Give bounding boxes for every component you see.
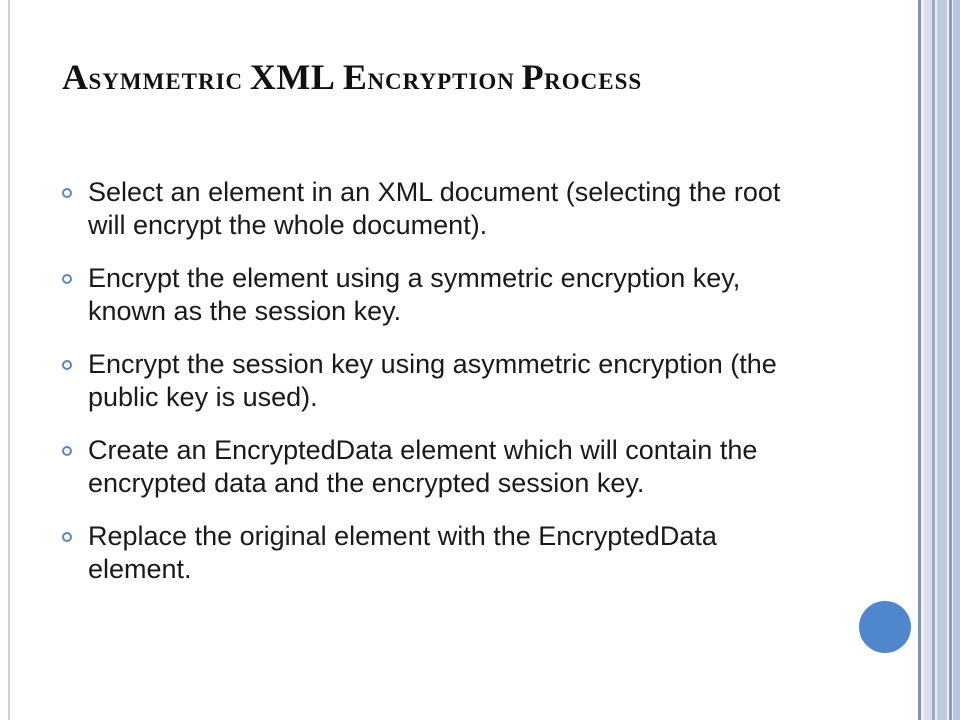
slide-title: ASYMMETRIC XML ENCRYPTION PROCESS <box>62 56 642 98</box>
bullet-circle-icon <box>62 446 72 456</box>
decor-stripe <box>924 0 932 720</box>
bullet-item: Replace the original element with the En… <box>62 520 822 586</box>
bullet-text: Encrypt the element using a symmetric en… <box>88 263 741 326</box>
bullet-text: Encrypt the session key using asymmetric… <box>88 349 777 412</box>
bullet-circle-icon <box>62 532 72 542</box>
bullet-text: Replace the original element with the En… <box>88 521 717 584</box>
decor-circle-icon <box>856 598 914 656</box>
title-part: NCRYPTION <box>367 69 522 94</box>
bullet-item: Encrypt the element using a symmetric en… <box>62 262 822 328</box>
title-part: A <box>62 57 89 97</box>
decor-stripe <box>949 0 952 720</box>
bullet-text: Select an element in an XML document (se… <box>88 177 781 240</box>
title-part: SYMMETRIC <box>88 69 250 94</box>
bullet-circle-icon <box>62 360 72 370</box>
bullet-item: Create an EncryptedData element which wi… <box>62 434 822 500</box>
title-part: ROCESS <box>544 69 643 94</box>
bullet-item: Select an element in an XML document (se… <box>62 176 822 242</box>
decor-stripe <box>932 0 935 720</box>
bullet-text: Create an EncryptedData element which wi… <box>88 435 758 498</box>
decor-stripe <box>937 0 947 720</box>
decor-stripe <box>953 0 960 720</box>
bullet-list: Select an element in an XML document (se… <box>62 176 822 606</box>
bullet-circle-icon <box>62 274 72 284</box>
bullet-circle-icon <box>62 188 72 198</box>
decor-stripe <box>918 0 921 720</box>
title-part: P <box>521 57 545 97</box>
bullet-item: Encrypt the session key using asymmetric… <box>62 348 822 414</box>
title-part: XML E <box>249 57 368 97</box>
slide-canvas <box>8 0 922 720</box>
